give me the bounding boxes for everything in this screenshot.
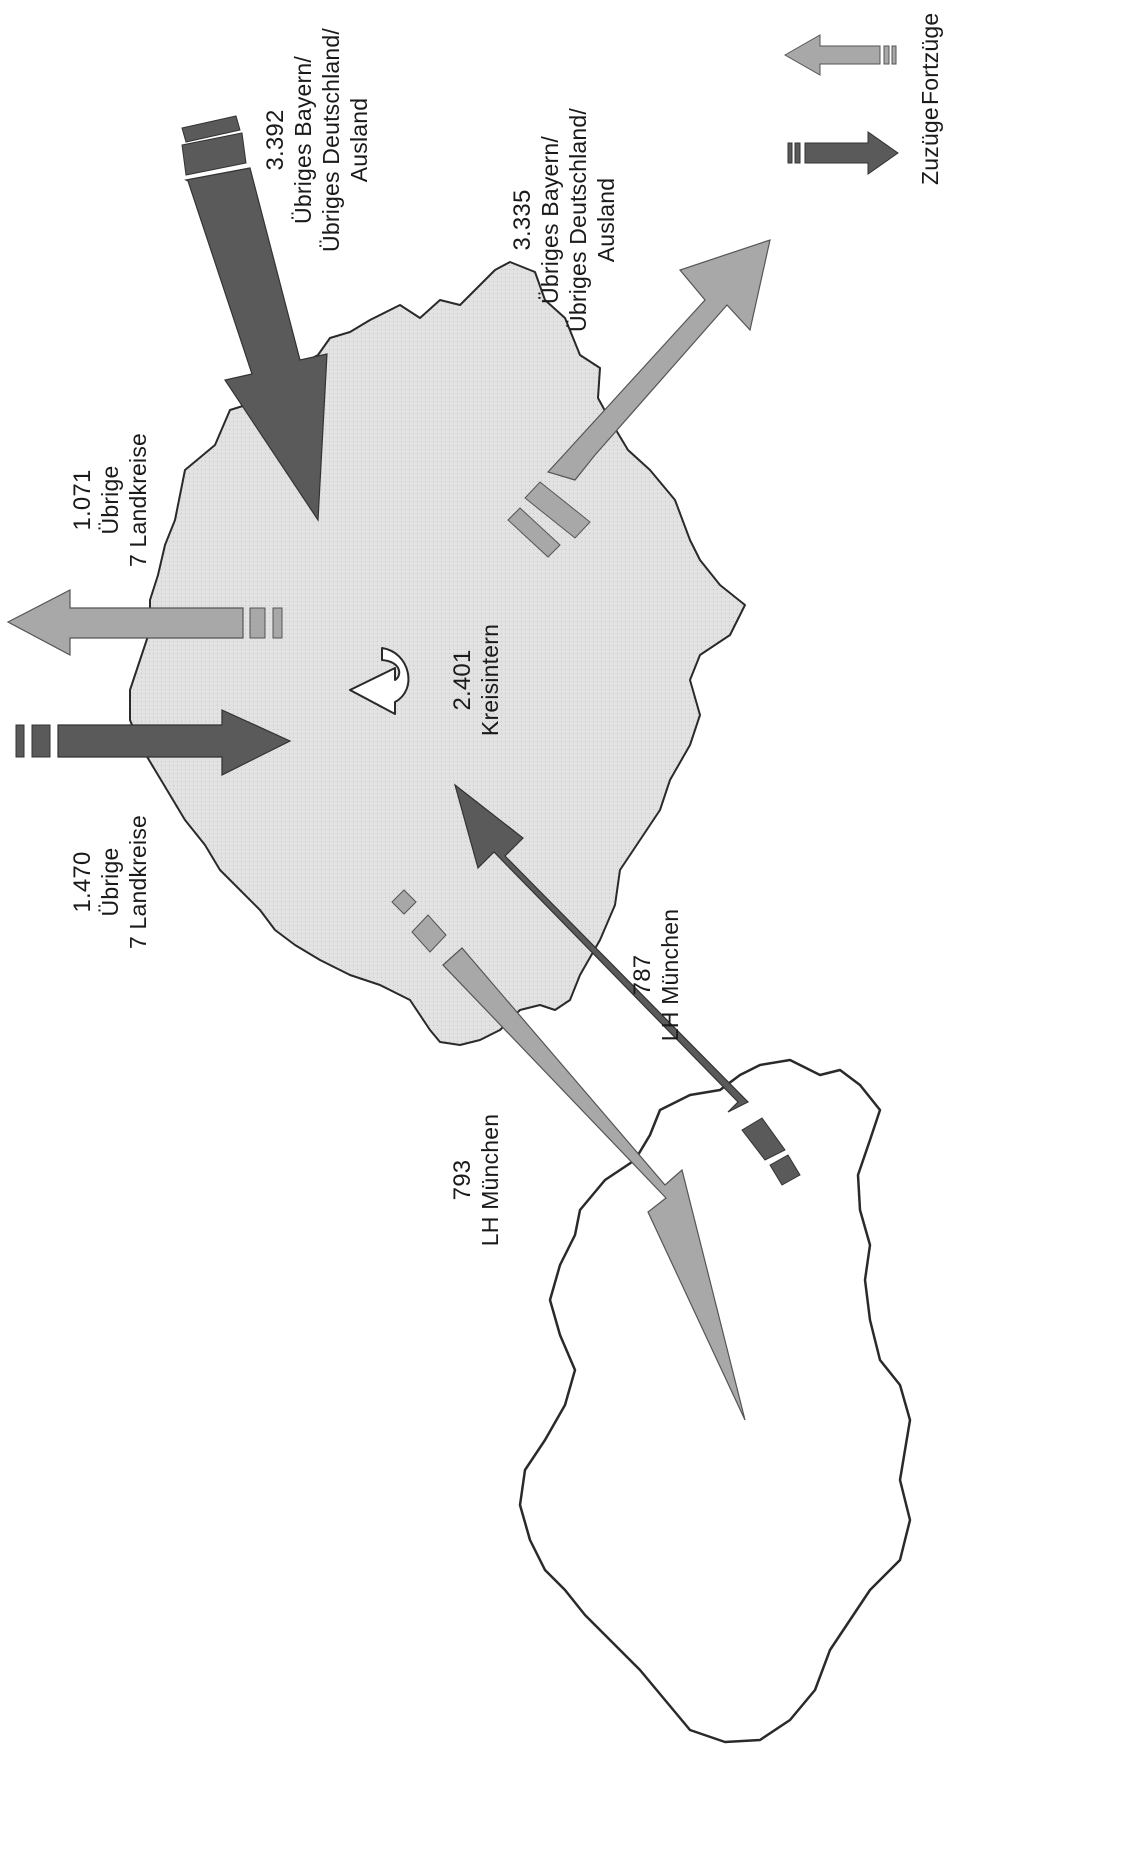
label-extern-zuzug-line1: Übriges Bayern/ xyxy=(290,56,316,224)
label-extern-zuzug-value: 3.392 xyxy=(262,109,289,170)
label-landkreise-zuzug: 1.470 Übrige 7 Landkreise xyxy=(69,815,151,949)
flow-arrow-extern-fortzug xyxy=(507,239,771,558)
label-landkreise-zuzug-line1: Übrige xyxy=(97,848,123,917)
label-landkreise-zuzug-line2: 7 Landkreise xyxy=(125,815,151,949)
label-extern-fortzug: 3.335 Übriges Bayern/ Übriges Deutschlan… xyxy=(509,108,619,332)
flow-arrow-extern-zuzug xyxy=(181,115,328,522)
label-extern-zuzug: 3.392 Übriges Bayern/ Übriges Deutschlan… xyxy=(262,28,372,252)
curved-arrow-icon xyxy=(349,647,410,715)
label-landkreise-fortzug-line1: Übrige xyxy=(97,466,123,535)
label-extern-fortzug-line1: Übriges Bayern/ xyxy=(537,136,563,304)
munich-city-shape xyxy=(518,1058,912,1744)
label-extern-fortzug-value: 3.335 xyxy=(509,189,536,250)
label-muenchen-zuzug-value: 787 xyxy=(629,955,656,996)
flow-arrow-landkreise-zuzug xyxy=(15,709,292,776)
legend-zuzuege-arrow xyxy=(787,131,899,175)
label-muenchen-fortzug-value: 793 xyxy=(449,1160,476,1201)
label-extern-zuzug-line2: Übriges Deutschland/ xyxy=(318,28,344,252)
legend: Fortzüge Zuzüge xyxy=(783,13,943,185)
label-extern-zuzug-line3: Ausland xyxy=(346,98,372,183)
flow-arrow-landkreise-fortzug xyxy=(6,589,283,656)
flow-arrow-muenchen-zuzug xyxy=(453,783,801,1186)
label-kreisintern-value: 2.401 xyxy=(449,649,476,710)
label-landkreise-zuzug-value: 1.470 xyxy=(69,851,96,912)
label-extern-fortzug-line2: Übriges Deutschland/ xyxy=(565,108,591,332)
flow-arrow-muenchen-fortzug xyxy=(391,889,746,1421)
label-muenchen-zuzug-line1: LH München xyxy=(657,909,683,1041)
label-kreisintern: 2.401 Kreisintern xyxy=(449,624,503,736)
label-muenchen-fortzug: 793 LH München xyxy=(449,1114,503,1246)
label-muenchen-fortzug-line1: LH München xyxy=(477,1114,503,1246)
legend-zuzuege-label: Zuzüge xyxy=(917,107,943,185)
legend-fortzuege-arrow xyxy=(783,34,897,76)
label-landkreise-fortzug: 1.071 Übrige 7 Landkreise xyxy=(69,433,151,567)
legend-fortzuege-label: Fortzüge xyxy=(917,13,943,105)
label-muenchen-zuzug: 787 LH München xyxy=(629,909,683,1041)
label-extern-fortzug-line3: Ausland xyxy=(593,178,619,263)
label-landkreise-fortzug-line2: 7 Landkreise xyxy=(125,433,151,567)
label-landkreise-fortzug-value: 1.071 xyxy=(69,469,96,530)
label-kreisintern-line1: Kreisintern xyxy=(477,624,503,736)
